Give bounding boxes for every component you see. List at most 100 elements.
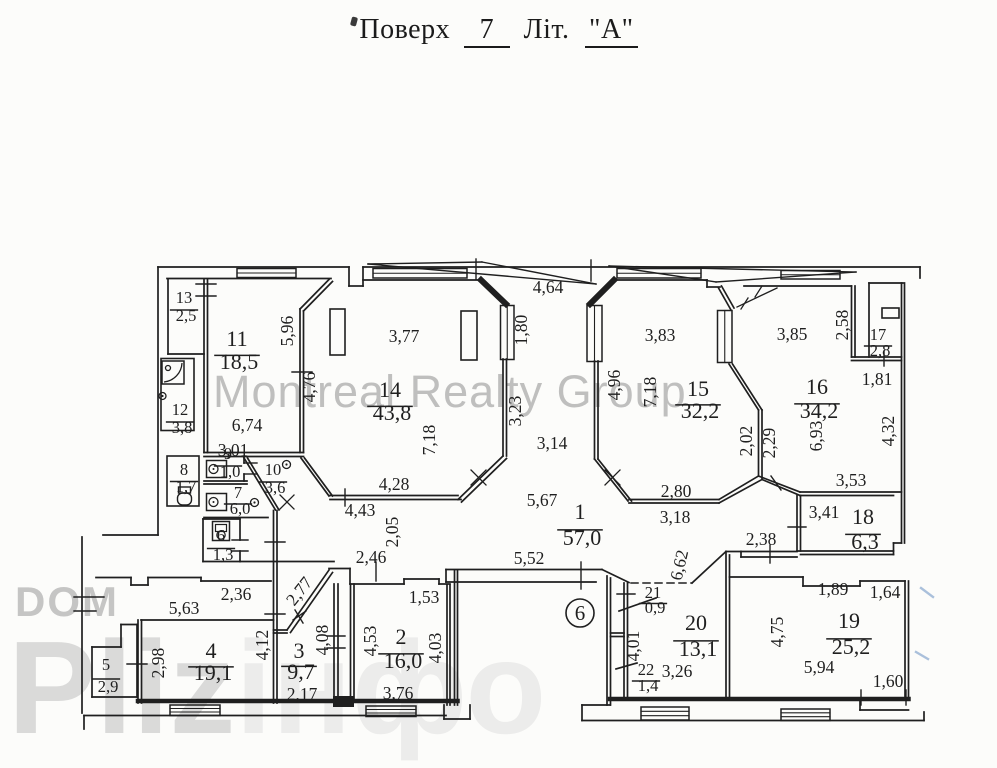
room-number: 20 — [685, 610, 707, 635]
dimension-label: 3,53 — [836, 470, 867, 490]
sink-drain-dot — [212, 468, 215, 470]
window-symbol — [169, 704, 221, 717]
dimension-label: 1,60 — [873, 671, 904, 691]
dimension-label: 3,77 — [389, 326, 420, 346]
door-knob-circle — [164, 364, 172, 372]
sink-basin-circle — [208, 496, 219, 508]
dimension-label: 4,53 — [360, 625, 380, 656]
room-number: 13 — [176, 288, 193, 307]
room-number: 9 — [224, 444, 232, 463]
wall — [727, 362, 760, 412]
wall — [303, 456, 334, 498]
dimension-tick — [292, 610, 307, 621]
wall-box — [329, 308, 346, 356]
room-number: 6 — [217, 526, 225, 545]
wall — [600, 568, 631, 584]
sink-icon — [205, 459, 228, 479]
dimension-label: 3,41 — [809, 502, 840, 522]
room-area: 1,0 — [220, 462, 241, 481]
dimension-label: 2,38 — [746, 529, 777, 549]
room-area: 9,7 — [287, 659, 315, 684]
wall — [617, 596, 658, 613]
wall — [460, 457, 508, 504]
room-area: 6,0 — [230, 499, 251, 518]
watermark-agency: Montreal Realty Group — [213, 366, 687, 417]
dimension-label: 4,28 — [379, 474, 410, 494]
title-floor-number: 7 — [463, 14, 511, 48]
room-label-12: 123,8 — [165, 400, 195, 437]
dimension-tick — [294, 609, 304, 624]
room-area: 32,2 — [681, 398, 720, 423]
room-area: 1,7 — [176, 477, 197, 496]
door-swing-mark — [604, 469, 621, 486]
wall-box — [460, 310, 478, 361]
dimension-label: 5,52 — [514, 548, 545, 568]
room-area: 2,8 — [870, 341, 891, 360]
dimension-label: 2,36 — [221, 584, 252, 604]
room-label-17: 172,8 — [863, 325, 893, 360]
room-area: 19,1 — [194, 660, 233, 685]
door-knob-dot — [253, 501, 256, 504]
door-knob-dot — [285, 463, 288, 466]
dimension-label: 3,14 — [537, 433, 568, 453]
room-number: 1 — [575, 499, 586, 524]
dimension-label: 6,93 — [806, 420, 826, 451]
dimension-label: 3,85 — [777, 324, 808, 344]
room-area: 1,4 — [638, 676, 659, 695]
dimension-label: 1,81 — [862, 369, 893, 389]
room-area: 0,9 — [645, 598, 666, 617]
dimension-label: 3,26 — [662, 661, 693, 681]
dimension-label: 3,76 — [383, 683, 414, 703]
wall — [690, 550, 728, 585]
dimension-label: 4,64 — [533, 277, 564, 297]
door-knob-circle — [281, 459, 292, 470]
wall — [717, 478, 764, 505]
room-area: 3,8 — [172, 418, 193, 437]
room-number: 21 — [645, 583, 662, 602]
room-label-13: 132,5 — [169, 288, 199, 325]
sink-drain-dot — [212, 501, 215, 503]
wall — [757, 474, 802, 494]
sink-icon — [205, 492, 228, 512]
door-swing-mark — [740, 297, 749, 310]
room-number: 22 — [638, 660, 655, 679]
dimension-label: 1,80 — [511, 314, 531, 345]
wall — [717, 286, 733, 312]
room-area: 2,9 — [98, 677, 119, 696]
door-knob-dot — [161, 394, 164, 398]
room-area: 57,0 — [563, 525, 602, 550]
watermark-site-dom: DOM — [15, 578, 119, 625]
door-knob-circle — [249, 497, 260, 508]
room-number: 3 — [294, 638, 305, 663]
wall — [302, 280, 334, 313]
door-knob-circle — [158, 391, 167, 401]
window-symbol — [640, 706, 690, 721]
wall — [246, 456, 281, 512]
title-lit-value: "А" — [585, 14, 638, 48]
wall-box — [160, 357, 195, 432]
dimension-label: 4,43 — [345, 500, 376, 520]
wall-box — [166, 455, 200, 507]
dimension-label: 4,96 — [604, 369, 624, 400]
wall — [593, 457, 630, 503]
dimension-label: 4,12 — [252, 630, 272, 661]
room-label-5: 52,9 — [91, 655, 121, 696]
window-symbol — [365, 705, 417, 718]
door-swing-mark — [754, 285, 763, 298]
room-area: 2,5 — [176, 306, 197, 325]
dimension-label: 3,18 — [660, 507, 691, 527]
dimension-label: 2,05 — [382, 516, 402, 547]
dimension-label: 6,74 — [232, 415, 263, 435]
dimension-label: 5,96 — [277, 315, 297, 346]
room-label-18: 186,3 — [845, 504, 881, 554]
title-lit-label: Літ. — [523, 14, 570, 45]
wall-box — [881, 307, 900, 319]
shower-curtain-arc — [163, 362, 183, 383]
room-number: 19 — [838, 608, 860, 633]
door-swing-mark — [736, 287, 778, 308]
